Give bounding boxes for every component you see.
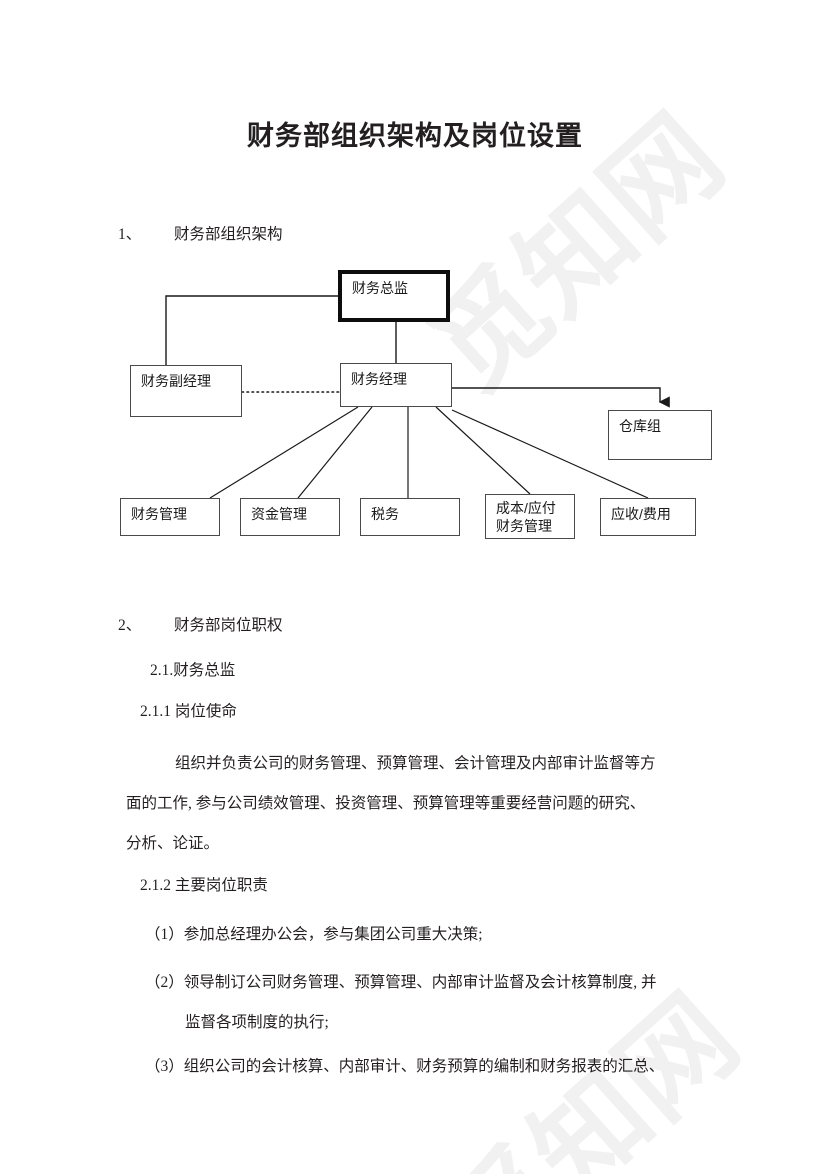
edge-manager-arexp bbox=[451, 409, 649, 499]
page-title: 财务部组织架构及岗位设置 bbox=[247, 121, 583, 151]
section-2-1-2-heading: 2.1.2 主要岗位职责 bbox=[140, 877, 268, 894]
org-node-finance-manager[interactable]: 财务经理 bbox=[340, 363, 452, 407]
mission-paragraph-line-2: 面的工作, 参与公司绩效管理、投资管理、预算管理等重要经营问题的研究、 bbox=[126, 795, 646, 812]
org-chart: 财务总监 财务副经理 财务经理 仓库组 财务管理 资金管理 税务 成本/应付 财… bbox=[100, 260, 750, 560]
duty-item-2-line-2: 监督各项制度的执行; bbox=[185, 1014, 329, 1031]
duty-item-1-line-1: （1）参加总经理办公会，参与集团公司重大决策; bbox=[145, 926, 483, 943]
section-2-heading: 2、 财务部岗位职权 bbox=[118, 613, 283, 635]
org-node-cost-payable[interactable]: 成本/应付 财务管理 bbox=[485, 494, 575, 539]
org-node-financial-management[interactable]: 财务管理 bbox=[120, 498, 220, 536]
edge-manager-finmgmt bbox=[209, 406, 359, 499]
section-1-heading: 1、 财务部组织架构 bbox=[118, 222, 283, 244]
section-2-1-heading: 2.1.财务总监 bbox=[150, 662, 236, 679]
edge-manager-warehouse bbox=[452, 387, 670, 408]
org-chart-connectors bbox=[165, 295, 670, 499]
section-2-1-1-heading: 2.1.1 岗位使命 bbox=[140, 703, 237, 720]
edge-cfo-deputy bbox=[165, 295, 338, 365]
duty-item-2-line-1: （2）领导制订公司财务管理、预算管理、内部审计监督及会计核算制度, 并 bbox=[145, 974, 657, 991]
mission-paragraph-line-1: 组织并负责公司的财务管理、预算管理、会计管理及内部审计监督等方 bbox=[175, 755, 656, 772]
org-node-receivable-expense[interactable]: 应收/费用 bbox=[600, 498, 696, 536]
section-2-index: 2、 bbox=[118, 617, 142, 634]
org-node-deputy-finance-manager[interactable]: 财务副经理 bbox=[130, 365, 242, 417]
edge-manager-fundmgmt bbox=[297, 406, 373, 499]
org-node-cfo[interactable]: 财务总监 bbox=[338, 270, 450, 322]
section-2-label: 财务部岗位职权 bbox=[174, 617, 283, 634]
org-node-fund-management[interactable]: 资金管理 bbox=[240, 498, 340, 536]
mission-paragraph-line-3: 分析、论证。 bbox=[126, 835, 220, 852]
org-node-warehouse-group[interactable]: 仓库组 bbox=[608, 410, 712, 460]
duty-item-3-line-1: （3）组织公司的会计核算、内部审计、财务预算的编制和财务报表的汇总、 bbox=[145, 1058, 665, 1075]
org-node-tax[interactable]: 税务 bbox=[360, 498, 460, 536]
section-1-label: 财务部组织架构 bbox=[174, 226, 283, 243]
section-1-index: 1、 bbox=[118, 226, 142, 243]
edge-manager-costap bbox=[435, 406, 531, 495]
